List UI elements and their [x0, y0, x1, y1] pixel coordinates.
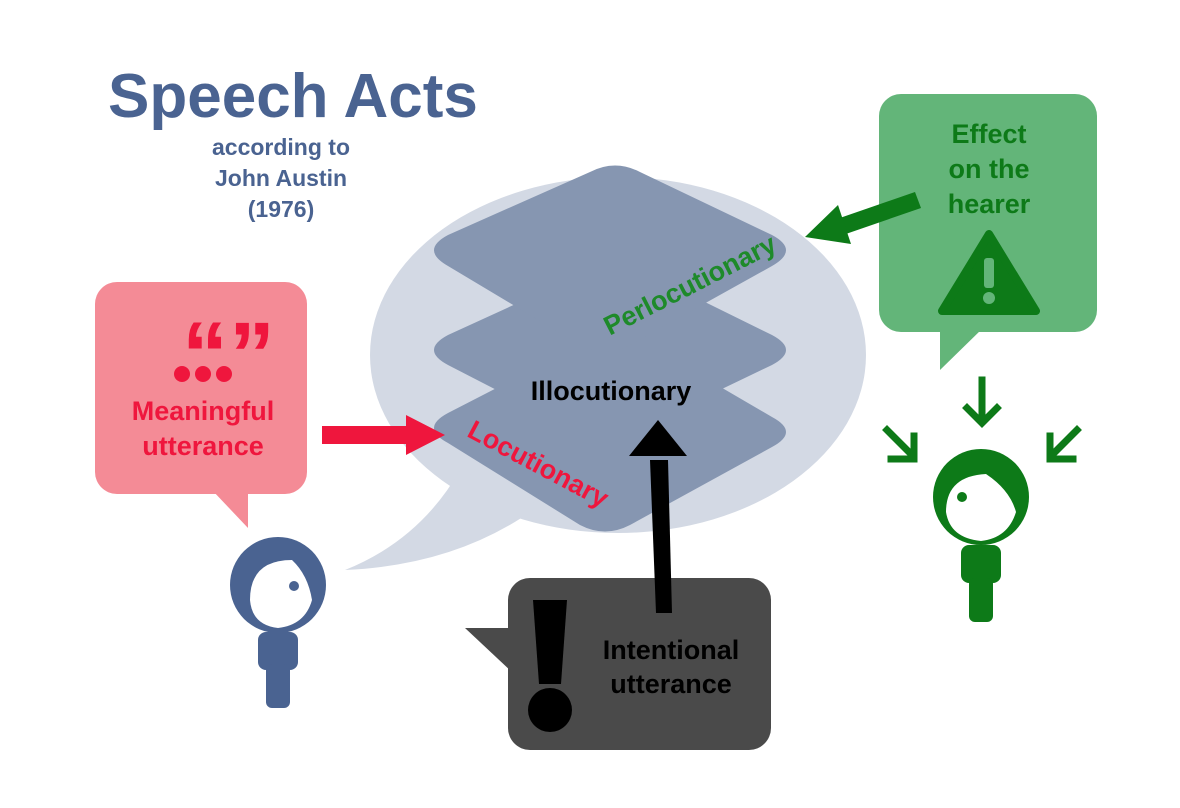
- hearer-bubble-line-3: hearer: [948, 189, 1031, 219]
- subtitle-line-3: (1976): [248, 196, 314, 222]
- speaker-person-icon: [230, 537, 326, 708]
- speaker-bubble: [95, 282, 307, 528]
- perlocutionary-layer: [434, 165, 786, 352]
- svg-text:”: ”: [229, 304, 275, 406]
- hearer-person-icon: [933, 449, 1029, 622]
- quote-icon: “ ”: [174, 304, 275, 406]
- layer-stack: [434, 165, 786, 532]
- locutionary-arrow: [322, 415, 445, 455]
- speaker-bubble-line-2: utterance: [142, 431, 264, 461]
- svg-text:“: “: [182, 304, 228, 406]
- speaker-bubble-line-1: Meaningful: [132, 396, 275, 426]
- subtitle-line-1: according to: [212, 134, 350, 160]
- illocutionary-label: Illocutionary: [531, 376, 692, 406]
- subtitle-line-2: John Austin: [215, 165, 347, 191]
- hearer-bubble: [879, 94, 1097, 370]
- intent-bubble: [465, 578, 771, 750]
- perlocutionary-arrow: [805, 192, 921, 244]
- hearer-bubble-line-1: Effect: [951, 119, 1026, 149]
- diagram-title: Speech Acts: [108, 62, 478, 131]
- hearer-bubble-line-2: on the: [949, 154, 1030, 184]
- illocutionary-arrow: [629, 420, 687, 613]
- intent-bubble-line-2: utterance: [610, 669, 732, 699]
- warning-icon: [938, 230, 1040, 315]
- intent-bubble-line-1: Intentional: [603, 635, 740, 665]
- exclamation-icon: [528, 600, 572, 732]
- impact-arrow-icons: [882, 376, 1082, 463]
